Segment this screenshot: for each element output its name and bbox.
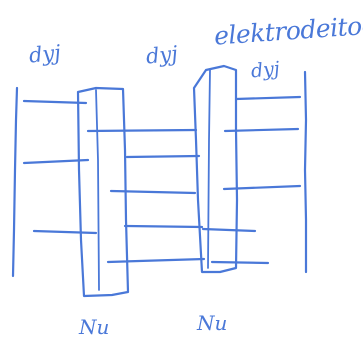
- right-membrane-inner-line: [207, 69, 211, 269]
- left-membrane-inner-line: [95, 89, 100, 291]
- h-line-12: [106, 257, 206, 264]
- top-label-left: dyj: [27, 40, 62, 68]
- left-electrode-line: [11, 86, 19, 278]
- h-line-8: [222, 184, 302, 191]
- right-electrode-line: [303, 70, 308, 274]
- h-line-6: [223, 127, 300, 133]
- h-line-13: [210, 260, 270, 265]
- left-membrane-rect: [76, 86, 130, 298]
- right-membrane-rect: [192, 64, 239, 274]
- bottom-label-right: Nu: [197, 311, 228, 335]
- h-line-9: [32, 229, 98, 235]
- h-line-10: [123, 224, 204, 229]
- top-label-middle: dyj: [144, 41, 179, 69]
- h-line-3: [234, 95, 302, 101]
- top-label-right: dyj: [249, 57, 281, 83]
- h-line-11: [201, 227, 257, 233]
- h-line-5: [22, 158, 90, 165]
- h-line-2: [86, 128, 198, 133]
- bottom-label-left: Nu: [79, 315, 110, 339]
- h-line-7: [109, 189, 197, 195]
- h-line-4: [125, 154, 201, 159]
- h-line-1: [22, 99, 88, 105]
